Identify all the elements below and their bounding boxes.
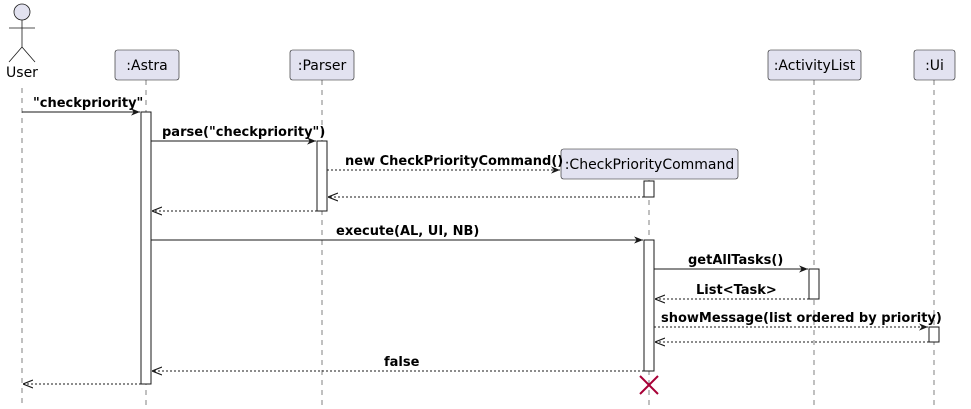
message-new-command-label: new CheckPriorityCommand()	[345, 154, 563, 169]
destroy-x-icon	[639, 375, 659, 395]
return-false-label: false	[384, 355, 420, 370]
return-list-task-label: List<Task>	[696, 283, 777, 298]
participant-parser: :Parser	[289, 49, 355, 81]
message-showmessage-label: showMessage(list ordered by priority)	[661, 311, 942, 326]
participant-activitylist-label: :ActivityList	[774, 58, 856, 74]
activation-ui	[928, 326, 940, 343]
message-execute-label: execute(AL, UI, NB)	[336, 224, 479, 239]
message-parse-label: parse("checkpriority")	[162, 125, 325, 140]
participant-parser-label: :Parser	[298, 58, 347, 74]
participant-user-label: User	[6, 65, 38, 81]
actor-user-icon	[8, 3, 36, 63]
participant-ui: :Ui	[913, 49, 956, 81]
participant-astra: :Astra	[114, 49, 180, 81]
participant-checkprioritycommand: :CheckPriorityCommand	[560, 148, 739, 180]
participant-activitylist: :ActivityList	[767, 49, 862, 81]
activation-activitylist	[808, 268, 820, 300]
participant-astra-label: :Astra	[126, 58, 167, 74]
participant-ui-label: :Ui	[925, 58, 944, 74]
message-getalltasks-label: getAllTasks()	[688, 253, 783, 268]
activation-parser	[316, 140, 328, 212]
message-checkpriority-label: "checkpriority"	[33, 96, 143, 111]
activation-cpc-execute	[643, 239, 655, 372]
activation-astra	[140, 111, 152, 385]
participant-checkprioritycommand-label: :CheckPriorityCommand	[565, 157, 735, 173]
activation-cpc-constructor	[643, 180, 655, 198]
